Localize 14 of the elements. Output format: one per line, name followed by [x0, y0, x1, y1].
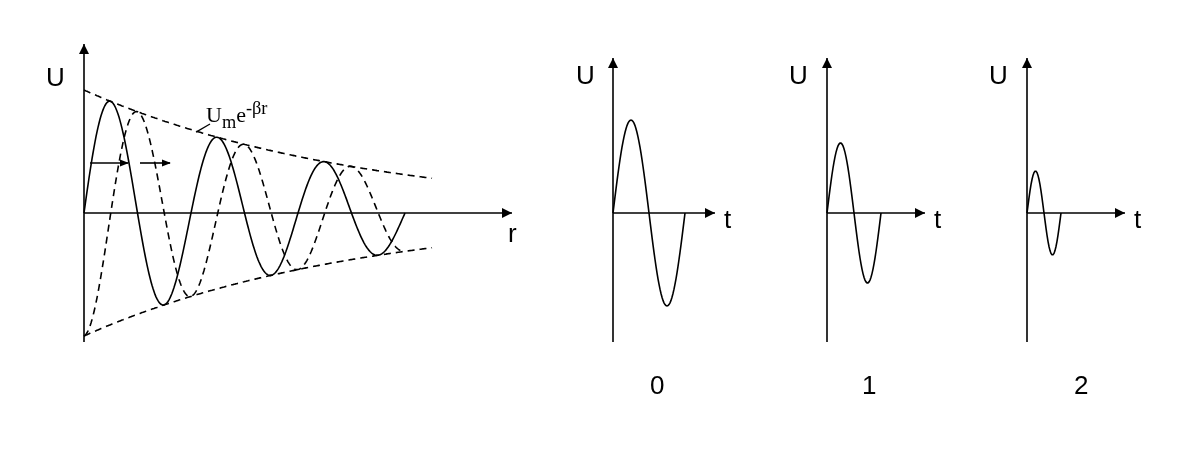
axis-label: t [724, 206, 732, 232]
axis-label: U [989, 62, 1008, 88]
axis-label: t [934, 206, 942, 232]
panel-number: 2 [1074, 372, 1089, 398]
axis-label: r [508, 220, 517, 246]
panel-number: 1 [862, 372, 877, 398]
axis-label: U [46, 64, 65, 90]
panel-number: 0 [650, 372, 665, 398]
axis-label: U [576, 62, 595, 88]
envelope-curve [83, 89, 433, 180]
formula-label: U$_{m}$e$^{-βr}$ [206, 98, 268, 132]
axis-label: U [789, 62, 808, 88]
leader-line [195, 123, 211, 133]
axis-label: t [1134, 206, 1142, 232]
